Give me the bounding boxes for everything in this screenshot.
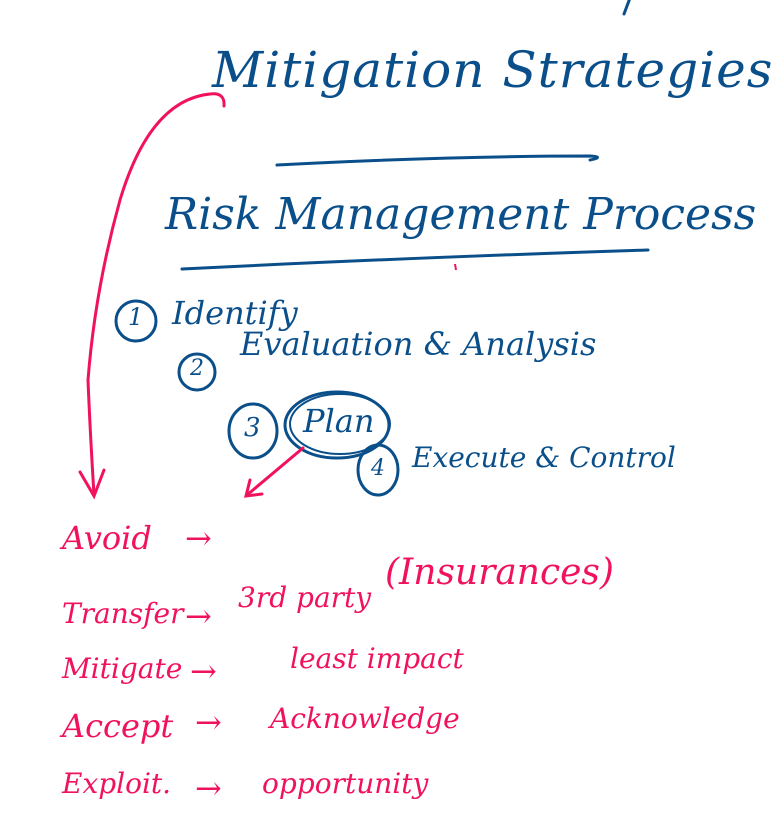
step-2-circle [177, 352, 217, 392]
step-2-number: 2 [190, 356, 204, 381]
curved-arrow [86, 92, 226, 497]
subtitle-underline [180, 248, 650, 271]
strategy-accept-desc: Acknowledge [270, 702, 460, 735]
note-title: Mitigation Strategies [212, 41, 774, 99]
note-subtitle: Risk Management Process [165, 189, 757, 240]
strategy-mitigate-arrow: → [190, 652, 217, 690]
step-3-label: Plan [303, 402, 375, 440]
strategy-mitigate: Mitigate [62, 652, 183, 685]
transfer-note: (Insurances) [385, 552, 614, 593]
step-1-label: Identify [172, 294, 298, 332]
strategy-avoid-arrow: → [185, 519, 212, 557]
title-underline [275, 154, 599, 167]
strategy-transfer: Transfer [62, 597, 184, 630]
strategy-exploit: Exploit. [62, 767, 172, 800]
step-4-circle [356, 443, 400, 497]
strategy-transfer-desc: 3rd party [238, 581, 372, 614]
strategy-accept: Accept [62, 707, 174, 745]
step-3-number: 3 [244, 413, 261, 443]
strategy-avoid: Avoid [62, 519, 152, 557]
strategy-transfer-arrow: → [185, 597, 212, 635]
strategy-exploit-desc: opportunity [262, 767, 429, 800]
strategy-mitigate-desc: least impact [290, 642, 464, 675]
step-1-circle [114, 299, 158, 343]
step-4-label: Execute & Control [412, 441, 676, 474]
step-4-number: 4 [371, 456, 385, 481]
step-3-circle [227, 402, 279, 460]
step-1-number: 1 [128, 303, 144, 331]
plan-arrow [245, 446, 305, 497]
step-2-label: Evaluation & Analysis [240, 325, 597, 363]
strategy-accept-arrow: → [195, 703, 222, 741]
strategy-exploit-arrow: → [195, 769, 222, 807]
